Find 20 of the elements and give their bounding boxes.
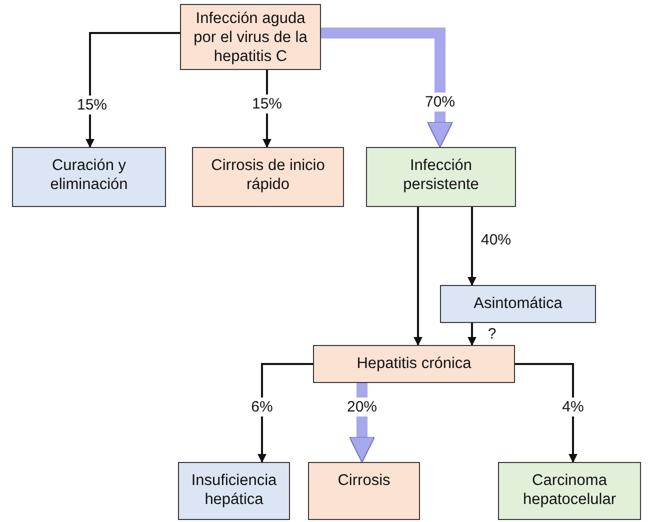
- process-box: Carcinoma hepatocelular: [498, 462, 641, 520]
- edge-label: 6%: [249, 398, 275, 416]
- process-box: Curación y eliminación: [12, 147, 166, 207]
- edge-label: 4%: [560, 398, 586, 416]
- process-box: Cirrosis: [308, 462, 420, 520]
- arrow: [86, 32, 180, 148]
- process-box: Asintomática: [440, 285, 596, 323]
- arrow: [258, 363, 313, 463]
- process-box: Insuficiencia hepática: [178, 462, 290, 520]
- process-box: Hepatitis crónica: [313, 345, 515, 383]
- edge-label: 20%: [344, 398, 380, 416]
- arrow: [468, 323, 476, 346]
- thick-arrow: [321, 28, 454, 148]
- process-box: Infección persistente: [366, 147, 516, 207]
- arrow: [515, 363, 578, 463]
- arrow: [468, 207, 476, 286]
- process-box: Infección aguda por el virus de la hepatitis C: [180, 4, 321, 70]
- edge-label: 70%: [422, 92, 458, 112]
- process-box: Cirrosis de inicio rápido: [192, 147, 344, 207]
- arrow: [414, 207, 422, 346]
